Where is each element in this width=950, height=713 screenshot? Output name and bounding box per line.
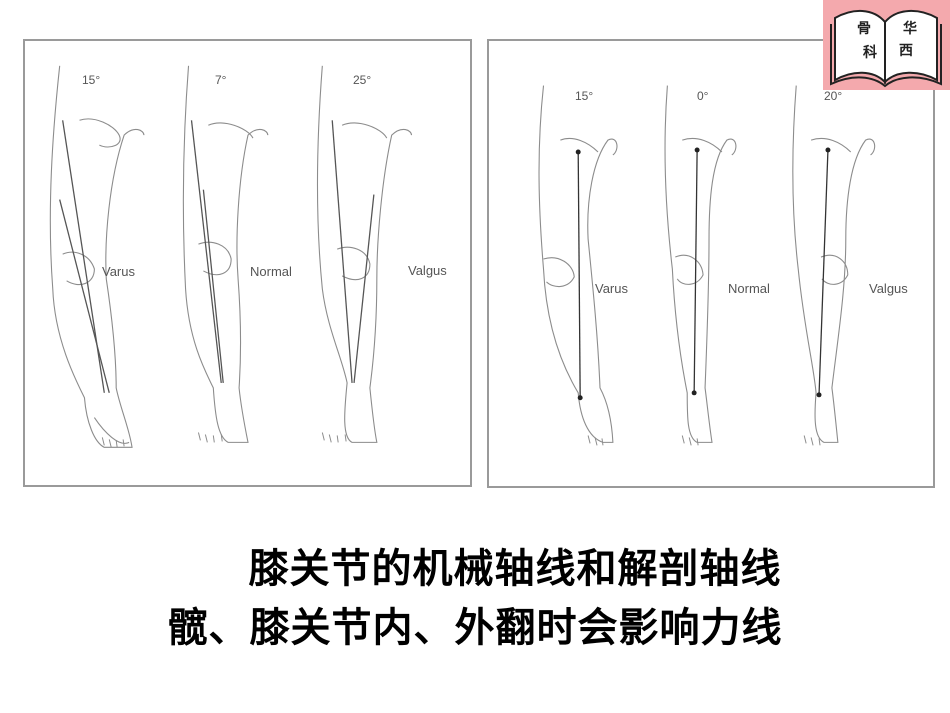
angle-label-normal: 0° [697, 89, 709, 103]
angle-label-normal: 7° [215, 73, 227, 87]
leg-mechanical-axis-illustration [538, 85, 876, 446]
logo-char: 骨 [857, 21, 871, 37]
angle-label-varus: 15° [575, 89, 594, 103]
left-figure-panel: 15° 7° 25° Varus Normal Valgus [23, 39, 472, 487]
angle-label-valgus: 25° [353, 73, 372, 87]
label-valgus: Valgus [408, 263, 447, 278]
logo-char: 科 [863, 45, 877, 61]
label-valgus: Valgus [869, 281, 908, 296]
label-varus: Varus [102, 264, 135, 279]
label-normal: Normal [728, 281, 770, 296]
caption-line-2: 髋、膝关节内、外翻时会影响力线 [167, 605, 783, 651]
label-varus: Varus [595, 281, 628, 296]
open-book-icon: 骨 科 华 西 [823, 0, 950, 90]
right-figure-panel: 15° 0° 20° Varus Normal Valgus [487, 39, 935, 488]
angle-label-valgus: 20° [824, 89, 843, 103]
logo-char: 华 [903, 21, 917, 37]
logo-char: 西 [899, 43, 913, 59]
label-normal: Normal [250, 264, 292, 279]
leg-anatomical-axis-illustration [49, 65, 413, 448]
caption-line-1: 膝关节的机械轴线和解剖轴线 [248, 546, 782, 592]
angle-label-varus: 15° [82, 73, 101, 87]
